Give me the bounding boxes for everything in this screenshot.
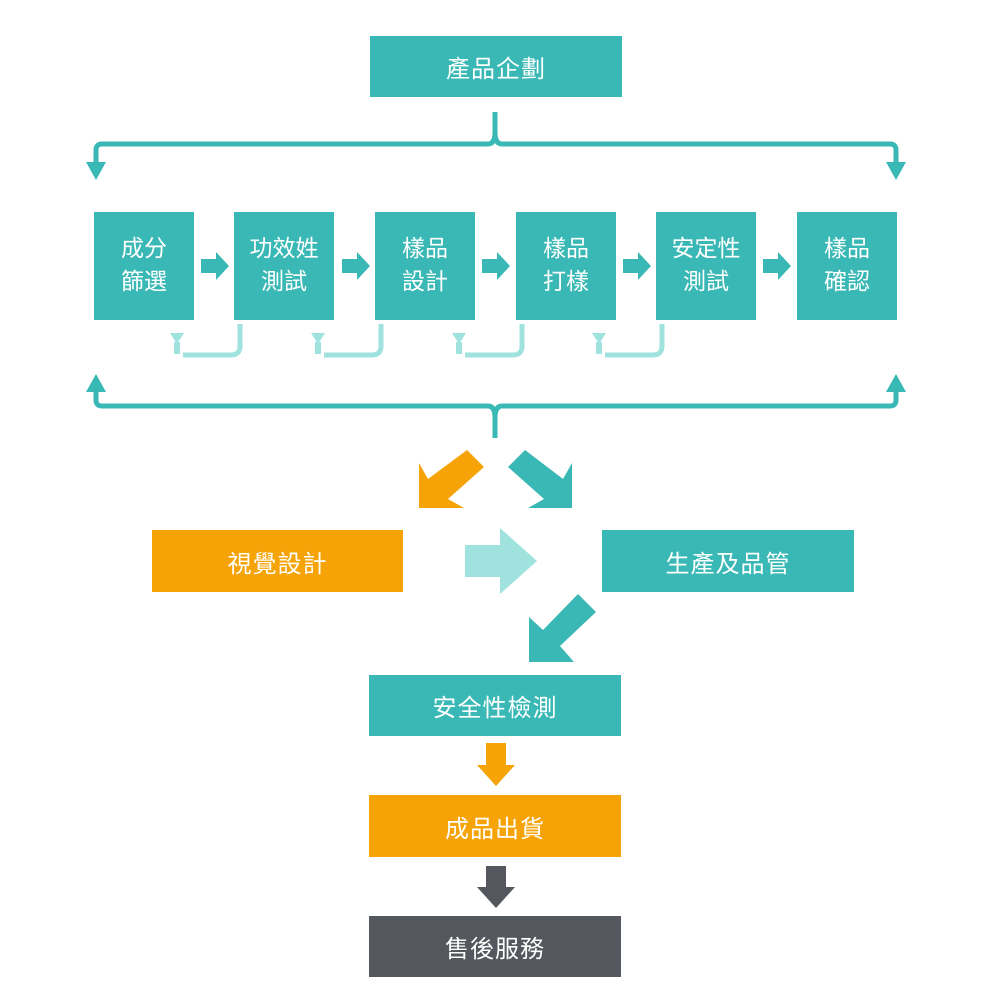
top-bracket xyxy=(93,112,899,173)
step-label-line1: 樣品 xyxy=(543,236,589,262)
step-label-line1: 安定性 xyxy=(671,236,741,262)
step-arrow-icon xyxy=(763,252,791,280)
feedback-arrow xyxy=(324,324,384,358)
bracket-arrow-up-left xyxy=(86,374,106,392)
production-qc-box: 生產及品管 xyxy=(602,530,854,592)
step-label-line2: 測試 xyxy=(683,269,729,295)
step-stability-test: 安定性 測試 xyxy=(656,212,756,320)
feedback-arrowhead xyxy=(170,333,184,344)
arrow-to-visual-design xyxy=(419,450,484,508)
step-label-line1: 樣品 xyxy=(402,236,448,262)
step-efficacy-test: 功效姓 測試 xyxy=(234,212,334,320)
step-arrow-icon xyxy=(623,252,651,280)
step-ingredient-screening: 成分 篩選 xyxy=(94,212,194,320)
feedback-arrow xyxy=(465,324,525,358)
step-sample-confirm: 樣品 確認 xyxy=(797,212,897,320)
step-label-line1: 成分 xyxy=(121,236,167,262)
bottom-bracket xyxy=(93,386,899,438)
shipping-box: 成品出貨 xyxy=(369,795,621,857)
safety-test-box: 安全性檢測 xyxy=(369,675,621,736)
arrow-visual-to-production xyxy=(465,528,537,594)
feedback-arrowhead xyxy=(311,333,325,344)
bracket-arrow-up-right xyxy=(886,374,906,392)
after-sales-box: 售後服務 xyxy=(369,916,621,977)
step-label-line2: 設計 xyxy=(402,269,448,295)
step-label-line1: 功效姓 xyxy=(249,236,319,262)
bracket-arrow-left xyxy=(86,162,106,180)
step-label-line2: 確認 xyxy=(824,269,870,295)
step-label-line2: 打樣 xyxy=(543,269,589,295)
step-sample-design: 樣品 設計 xyxy=(375,212,475,320)
product-planning-box: 產品企劃 xyxy=(370,36,622,97)
step-arrow-icon xyxy=(342,252,370,280)
step-arrow-icon xyxy=(482,252,510,280)
feedback-arrowhead xyxy=(592,333,606,344)
arrow-down-icon xyxy=(477,743,515,786)
step-sample-proofing: 樣品 打樣 xyxy=(516,212,616,320)
arrow-to-safety-test xyxy=(529,594,596,662)
bracket-arrow-right xyxy=(886,162,906,180)
feedback-arrow xyxy=(183,324,243,358)
step-label-line1: 樣品 xyxy=(824,236,870,262)
feedback-arrowhead xyxy=(452,333,466,344)
step-label-line2: 篩選 xyxy=(121,269,167,295)
arrow-down-icon xyxy=(477,866,515,908)
feedback-arrow xyxy=(605,324,665,358)
step-arrow-icon xyxy=(201,252,229,280)
visual-design-box: 視覺設計 xyxy=(152,530,403,592)
arrow-to-production xyxy=(508,450,572,508)
step-label-line2: 測試 xyxy=(261,269,307,295)
